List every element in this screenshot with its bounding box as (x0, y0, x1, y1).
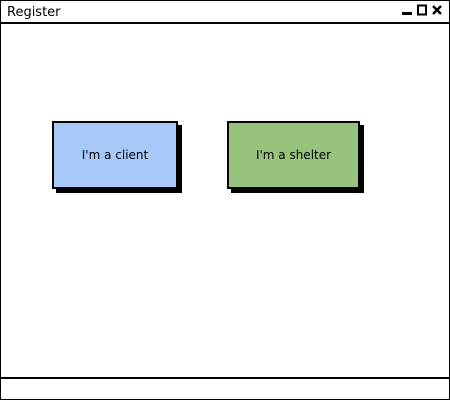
window-controls (401, 4, 443, 16)
close-icon[interactable] (431, 4, 443, 16)
window-title: Register (7, 5, 61, 20)
client-button[interactable]: I'm a client (52, 121, 178, 189)
minimize-icon[interactable] (401, 4, 413, 16)
status-bar (1, 377, 449, 399)
maximize-icon[interactable] (416, 4, 428, 16)
title-bar: Register (1, 1, 449, 24)
content-area: I'm a client I'm a shelter (1, 24, 449, 376)
shelter-button[interactable]: I'm a shelter (227, 121, 360, 189)
